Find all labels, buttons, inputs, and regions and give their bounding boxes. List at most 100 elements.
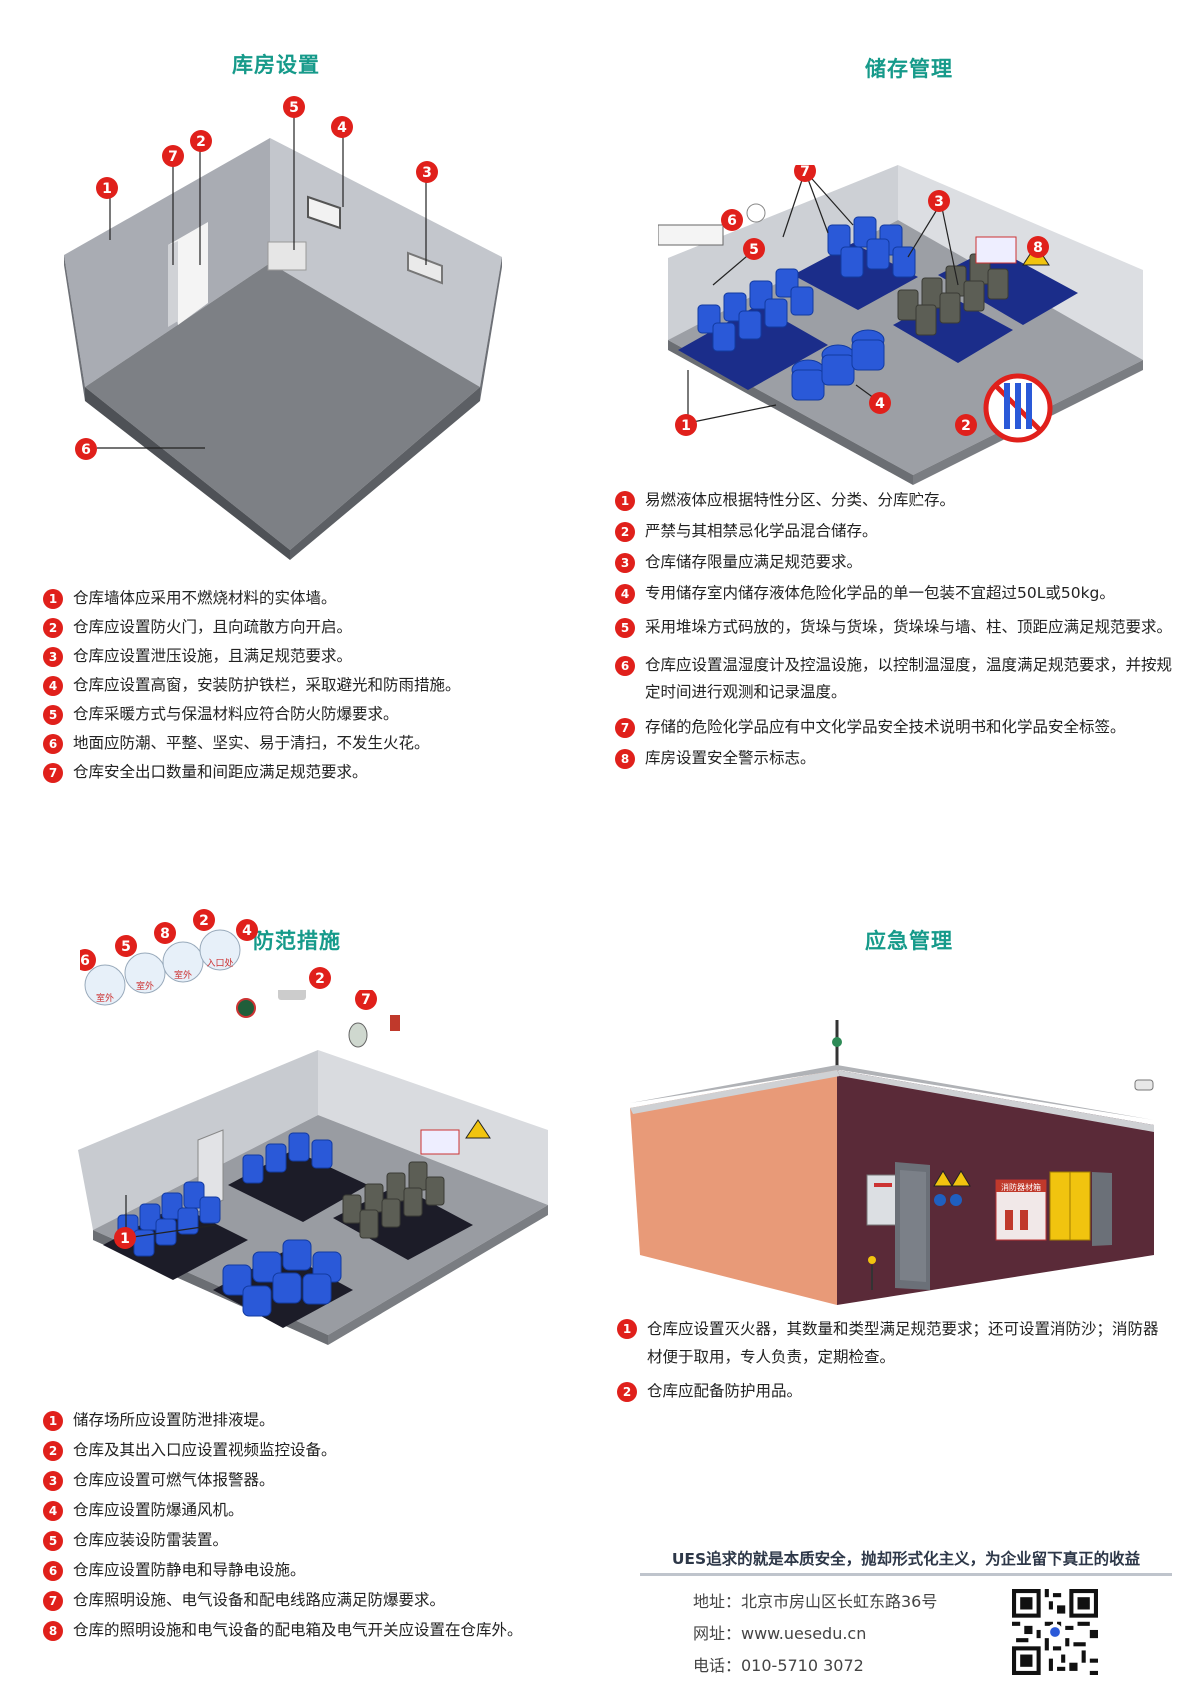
item-number: 1 xyxy=(615,491,635,511)
item-number: 4 xyxy=(43,1501,63,1521)
list-item: 3 仓库储存限量应满足规范要求。 xyxy=(615,552,1185,573)
item-text: 易燃液体应根据特性分区、分类、分库贮存。 xyxy=(645,491,956,509)
item-number: 1 xyxy=(43,1411,63,1431)
prev-marker-2: 2 xyxy=(315,971,325,987)
item-number: 3 xyxy=(43,1471,63,1491)
setup-marker-2: 2 xyxy=(196,134,206,150)
prev-marker-6: 6 xyxy=(80,953,90,969)
outdoor-label-icon6: 室外 xyxy=(96,992,114,1004)
item-number: 7 xyxy=(43,1591,63,1611)
item-text: 仓库应配备防护用品。 xyxy=(647,1382,803,1400)
item-number: 5 xyxy=(43,1531,63,1551)
item-text: 严禁与其相禁忌化学品混合储存。 xyxy=(645,522,878,540)
emergency-list: 1 仓库应设置灭火器，其数量和类型满足规范要求；还可设置消防沙；消防器材便于取用，… xyxy=(617,1315,1172,1402)
footer-divider xyxy=(640,1573,1172,1576)
list-item: 2 严禁与其相禁忌化学品混合储存。 xyxy=(615,521,1185,542)
item-text: 仓库的照明设施和电气设备的配电箱及电气开关应设置在仓库外。 xyxy=(73,1621,523,1639)
item-text: 仓库采暖方式与保温材料应符合防火防爆要求。 xyxy=(73,705,399,723)
item-number: 6 xyxy=(43,734,63,754)
list-item: 5 采用堆垛方式码放的，货垛与货垛，货垛垛与墙、柱、顶距应满足规范要求。 xyxy=(615,614,1185,641)
item-number: 2 xyxy=(617,1382,637,1402)
list-item: 6 仓库应设置防静电和导静电设施。 xyxy=(43,1560,603,1581)
storage-management-illustration: 1 2 3 4 5 6 7 8 xyxy=(658,165,1143,485)
prev-marker-8: 8 xyxy=(160,926,170,942)
item-text: 仓库应设置防火门，且向疏散方向开启。 xyxy=(73,618,353,636)
list-item: 1 仓库应设置灭火器，其数量和类型满足规范要求；还可设置消防沙；消防器材便于取用，… xyxy=(617,1315,1172,1371)
item-text: 仓库应设置防静电和导静电设施。 xyxy=(73,1561,306,1579)
item-number: 8 xyxy=(43,1621,63,1641)
prev-marker-2-top: 2 xyxy=(199,913,209,929)
item-text: 仓库储存限量应满足规范要求。 xyxy=(645,553,863,571)
mgmt-marker-4: 4 xyxy=(875,396,885,412)
item-number: 2 xyxy=(615,522,635,542)
item-number: 3 xyxy=(615,553,635,573)
setup-marker-1: 1 xyxy=(102,181,112,197)
item-number: 1 xyxy=(617,1319,637,1339)
item-number: 5 xyxy=(43,705,63,725)
list-item: 1 储存场所应设置防泄排液堤。 xyxy=(43,1410,603,1431)
item-number: 4 xyxy=(43,676,63,696)
list-item: 2 仓库应设置防火门，且向疏散方向开启。 xyxy=(43,617,563,638)
list-item: 6 地面应防潮、平整、坚实、易于清扫，不发生火花。 xyxy=(43,733,563,754)
item-number: 7 xyxy=(43,763,63,783)
item-number: 7 xyxy=(615,718,635,738)
mgmt-marker-3: 3 xyxy=(934,194,944,210)
item-text: 仓库应设置灭火器，其数量和类型满足规范要求；还可设置消防沙；消防器材便于取用，专… xyxy=(647,1320,1159,1366)
item-text: 采用堆垛方式码放的，货垛与货垛，货垛垛与墙、柱、顶距应满足规范要求。 xyxy=(645,618,1173,636)
item-number: 6 xyxy=(615,656,635,676)
mgmt-marker-8: 8 xyxy=(1033,240,1043,256)
fire-cabinet-label: 消防器材箱 xyxy=(1001,1182,1041,1192)
section-title-storage-setup: 库房设置 xyxy=(232,53,320,77)
item-number: 6 xyxy=(43,1561,63,1581)
section-title-prevention: 防范措施 xyxy=(253,929,341,953)
list-item: 7 仓库安全出口数量和间距应满足规范要求。 xyxy=(43,762,563,783)
mgmt-marker-7: 7 xyxy=(800,165,810,180)
entrance-label-icon2: 入口处 xyxy=(206,957,233,969)
prev-marker-4: 4 xyxy=(242,923,252,939)
list-item: 1 仓库墙体应采用不燃烧材料的实体墙。 xyxy=(43,588,563,609)
setup-marker-6: 6 xyxy=(81,442,91,458)
emergency-building-illustration: 消防器材箱 xyxy=(630,1020,1154,1305)
item-number: 5 xyxy=(615,618,635,638)
item-text: 仓库照明设施、电气设备和配电线路应满足防爆要求。 xyxy=(73,1591,446,1609)
item-number: 2 xyxy=(43,618,63,638)
company-address: 地址：北京市房山区长虹东路36号 xyxy=(693,1592,938,1611)
item-number: 2 xyxy=(43,1441,63,1461)
item-text: 仓库应设置泄压设施，且满足规范要求。 xyxy=(73,647,353,665)
list-item: 7 仓库照明设施、电气设备和配电线路应满足防爆要求。 xyxy=(43,1590,603,1611)
setup-marker-7: 7 xyxy=(168,149,178,165)
prev-marker-5: 5 xyxy=(121,939,131,955)
prevention-top-icons: 室外 室外 室外 入口处 6 5 8 2 4 2 xyxy=(80,909,331,1006)
prevention-illustration: 1 3 7 xyxy=(78,990,548,1345)
section-title-storage-management: 储存管理 xyxy=(865,57,953,81)
section-title-emergency: 应急管理 xyxy=(865,929,953,953)
item-text: 储存场所应设置防泄排液堤。 xyxy=(73,1411,275,1429)
setup-marker-3: 3 xyxy=(422,165,432,181)
item-text: 库房设置安全警示标志。 xyxy=(645,749,816,767)
list-item: 5 仓库采暖方式与保温材料应符合防火防爆要求。 xyxy=(43,704,563,725)
setup-marker-4: 4 xyxy=(337,120,347,136)
item-text: 仓库应设置可燃气体报警器。 xyxy=(73,1471,275,1489)
setup-marker-5: 5 xyxy=(289,100,299,116)
list-item: 3 仓库应设置可燃气体报警器。 xyxy=(43,1470,603,1491)
item-text: 专用储存室内储存液体危险化学品的单一包装不宜超过50L或50kg。 xyxy=(645,584,1115,602)
outdoor-label-icon5: 室外 xyxy=(136,980,154,992)
storage-management-list: 1 易燃液体应根据特性分区、分类、分库贮存。 2 严禁与其相禁忌化学品混合储存。 3… xyxy=(615,490,1185,769)
item-number: 1 xyxy=(43,589,63,609)
item-text: 仓库墙体应采用不燃烧材料的实体墙。 xyxy=(73,589,337,607)
prev-marker-7: 7 xyxy=(361,992,371,1008)
storage-room-illustration: 1 2 3 4 5 6 7 xyxy=(64,96,502,560)
item-text: 仓库及其出入口应设置视频监控设备。 xyxy=(73,1441,337,1459)
item-text: 存储的危险化学品应有中文化学品安全技术说明书和化学品安全标签。 xyxy=(645,718,1126,736)
mgmt-marker-5: 5 xyxy=(749,242,759,258)
company-website[interactable]: 网址：www.uesedu.cn xyxy=(693,1624,867,1643)
item-text: 仓库安全出口数量和间距应满足规范要求。 xyxy=(73,763,368,781)
item-text: 地面应防潮、平整、坚实、易于清扫，不发生火花。 xyxy=(73,734,430,752)
list-item: 2 仓库应配备防护用品。 xyxy=(617,1381,1172,1402)
